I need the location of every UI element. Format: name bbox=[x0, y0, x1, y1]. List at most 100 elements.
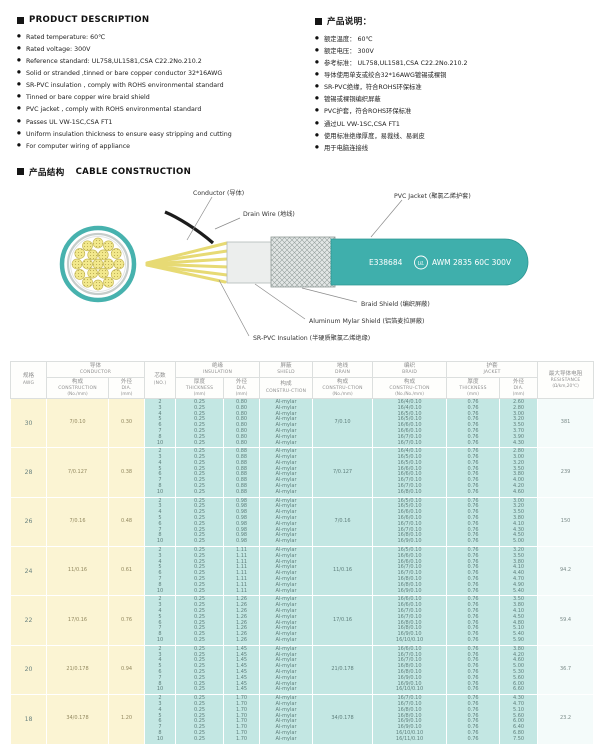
cell-line: 3.20 bbox=[512, 459, 525, 466]
cell-line: 4 bbox=[158, 410, 162, 417]
cell-line: 0.76 bbox=[467, 509, 479, 516]
spec-table: 规格 AWG 导体 CONDUCTOR 芯数 (NO.) 绝缘 INSULATI… bbox=[10, 360, 595, 745]
sub-unit: (No./No./mm) bbox=[395, 391, 424, 397]
sub-en: THICKNESS bbox=[185, 385, 214, 391]
cell-line: 0.25 bbox=[193, 619, 206, 626]
construction-diagram: E338684 UL AWM 2835 60C 300V Conductor (… bbox=[17, 185, 589, 353]
cell-line: 0.76 bbox=[467, 538, 479, 545]
cell-line: 8 bbox=[158, 631, 162, 638]
drain-cell: 7/0.16 bbox=[312, 496, 374, 548]
subheader-braid-construction: 构成 CONSTRU-CTION (No./No./mm) bbox=[372, 376, 448, 399]
sr-pvc-insulation-label: SR-PVC Insulation (半硬质聚氯乙烯绝缘) bbox=[253, 334, 370, 342]
cell-line: 1.70 bbox=[235, 695, 248, 702]
cell-line: 0.25 bbox=[193, 564, 206, 571]
conductor-dia-cell: 0.30 bbox=[107, 397, 146, 449]
bullet-item: Solid or stranded ,tinned or bare copper… bbox=[17, 68, 291, 80]
cell-line: 0.76 bbox=[467, 503, 479, 510]
braid-shield-label: Braid Shield (编织屏蔽) bbox=[361, 300, 430, 308]
cell-line: 5.40 bbox=[512, 587, 525, 594]
cell-line: 10 bbox=[156, 735, 164, 742]
conductor-construction-cell: 7/0.16 bbox=[46, 496, 109, 548]
cell-line: 16/8/0.10 bbox=[397, 625, 422, 632]
conductor-label: Conductor (导体) bbox=[193, 189, 244, 197]
braid-shield-leader-line bbox=[301, 287, 358, 303]
cell-line: 16/6/0.10 bbox=[397, 515, 422, 522]
jacket-header-cn: 护套 bbox=[486, 362, 498, 369]
cell-line: 7/0.10 bbox=[69, 419, 86, 426]
cell-line: 0.25 bbox=[193, 465, 206, 472]
conductor-dia-cell: 0.76 bbox=[107, 595, 146, 646]
cell-line: Al-mylar bbox=[275, 625, 297, 632]
cell-line: 5 bbox=[158, 663, 162, 670]
cell-line: 16/9/0.10 bbox=[397, 674, 422, 681]
bullet-item: 通过UL VW-1SC,CSA FT1 bbox=[315, 119, 589, 131]
cell-line: Al-mylar bbox=[275, 497, 297, 504]
cell-line: 0.25 bbox=[193, 558, 206, 565]
cell-line: 0.76 bbox=[467, 398, 479, 405]
cell-line: 5.10 bbox=[512, 706, 525, 713]
cell-line: 0.25 bbox=[193, 404, 206, 411]
cell-line: 16/8/0.10 bbox=[397, 581, 422, 588]
sub-unit: (mm) bbox=[467, 391, 479, 397]
cell-line: 4.40 bbox=[512, 570, 525, 577]
cell-line: 16/6/0.10 bbox=[397, 596, 422, 603]
bullet-item: Rated temperature: 60℃ bbox=[17, 32, 291, 44]
cell-line: 16/8/0.10 bbox=[397, 663, 422, 670]
conductor-dia-cell: 0.38 bbox=[107, 447, 146, 498]
cell-line: 3.80 bbox=[512, 558, 525, 565]
cell-line: 1.45 bbox=[235, 663, 248, 670]
resistance-header-unit: (Ω/km,20℃) bbox=[552, 383, 579, 389]
sub-en: CONSTRU-CTION bbox=[322, 385, 363, 391]
bullet-item: SR-PVC绝缘，符合ROHS环保标准 bbox=[315, 82, 589, 94]
cell-line: Al-mylar bbox=[275, 465, 297, 472]
cell-line: 16/7/0.10 bbox=[397, 439, 422, 446]
cell-line: 6 bbox=[158, 668, 162, 675]
cell-line: 0.25 bbox=[193, 398, 206, 405]
cell-line: 0.76 bbox=[467, 668, 479, 675]
cell-line: 0.38 bbox=[120, 468, 133, 475]
cell-line: 0.25 bbox=[193, 552, 206, 559]
bullet-item: Rated voltage: 300V bbox=[17, 44, 291, 56]
cell-line: 0.80 bbox=[235, 433, 248, 440]
cell-line: 0.76 bbox=[467, 433, 479, 440]
bullet-item: SR-PVC insulation , comply with ROHS env… bbox=[17, 80, 291, 92]
cell-line: Al-mylar bbox=[275, 695, 297, 702]
cell-line: 1.26 bbox=[235, 602, 248, 609]
cell-line: Al-mylar bbox=[275, 552, 297, 559]
cell-line: 0.25 bbox=[193, 686, 206, 693]
cell-line: 22 bbox=[24, 617, 33, 625]
bullet-item: For computer wiring of appliance bbox=[17, 141, 291, 153]
cell-line: 16/9/0.10 bbox=[397, 587, 422, 594]
cell-line: 7/0.16 bbox=[334, 517, 351, 524]
cell-line: 0.76 bbox=[467, 410, 479, 417]
cell-line: 0.25 bbox=[193, 509, 206, 516]
cell-line: Al-mylar bbox=[275, 680, 297, 687]
cell-line: 0.25 bbox=[193, 459, 206, 466]
bullet-item: Tinned or bare copper wire braid shield bbox=[17, 92, 291, 104]
resistance-cell: 150 bbox=[537, 496, 595, 548]
cell-line: 24 bbox=[24, 567, 33, 575]
cell-line: 16/7/0.10 bbox=[397, 700, 422, 707]
cell-line: 0.98 bbox=[235, 520, 248, 527]
cell-line: 1.26 bbox=[235, 625, 248, 632]
cores-header-cn: 芯数 bbox=[154, 373, 166, 380]
cell-line: 0.98 bbox=[235, 515, 248, 522]
cell-line: 0.76 bbox=[467, 459, 479, 466]
conductor-construction-cell: 11/0.16 bbox=[46, 546, 109, 597]
cores-header-en: (NO.) bbox=[153, 380, 167, 386]
aluminum-mylar-layer bbox=[226, 241, 276, 284]
drain-cell: 17/0.16 bbox=[312, 595, 374, 646]
cell-line: 16/6/0.10 bbox=[397, 465, 422, 472]
cell-line: 0.98 bbox=[235, 497, 248, 504]
cell-line: 0.76 bbox=[467, 645, 479, 652]
cell-line: 16/10/0.10 bbox=[395, 637, 424, 643]
cable-construction-section: 产品结构 CABLE CONSTRUCTION bbox=[0, 166, 603, 353]
